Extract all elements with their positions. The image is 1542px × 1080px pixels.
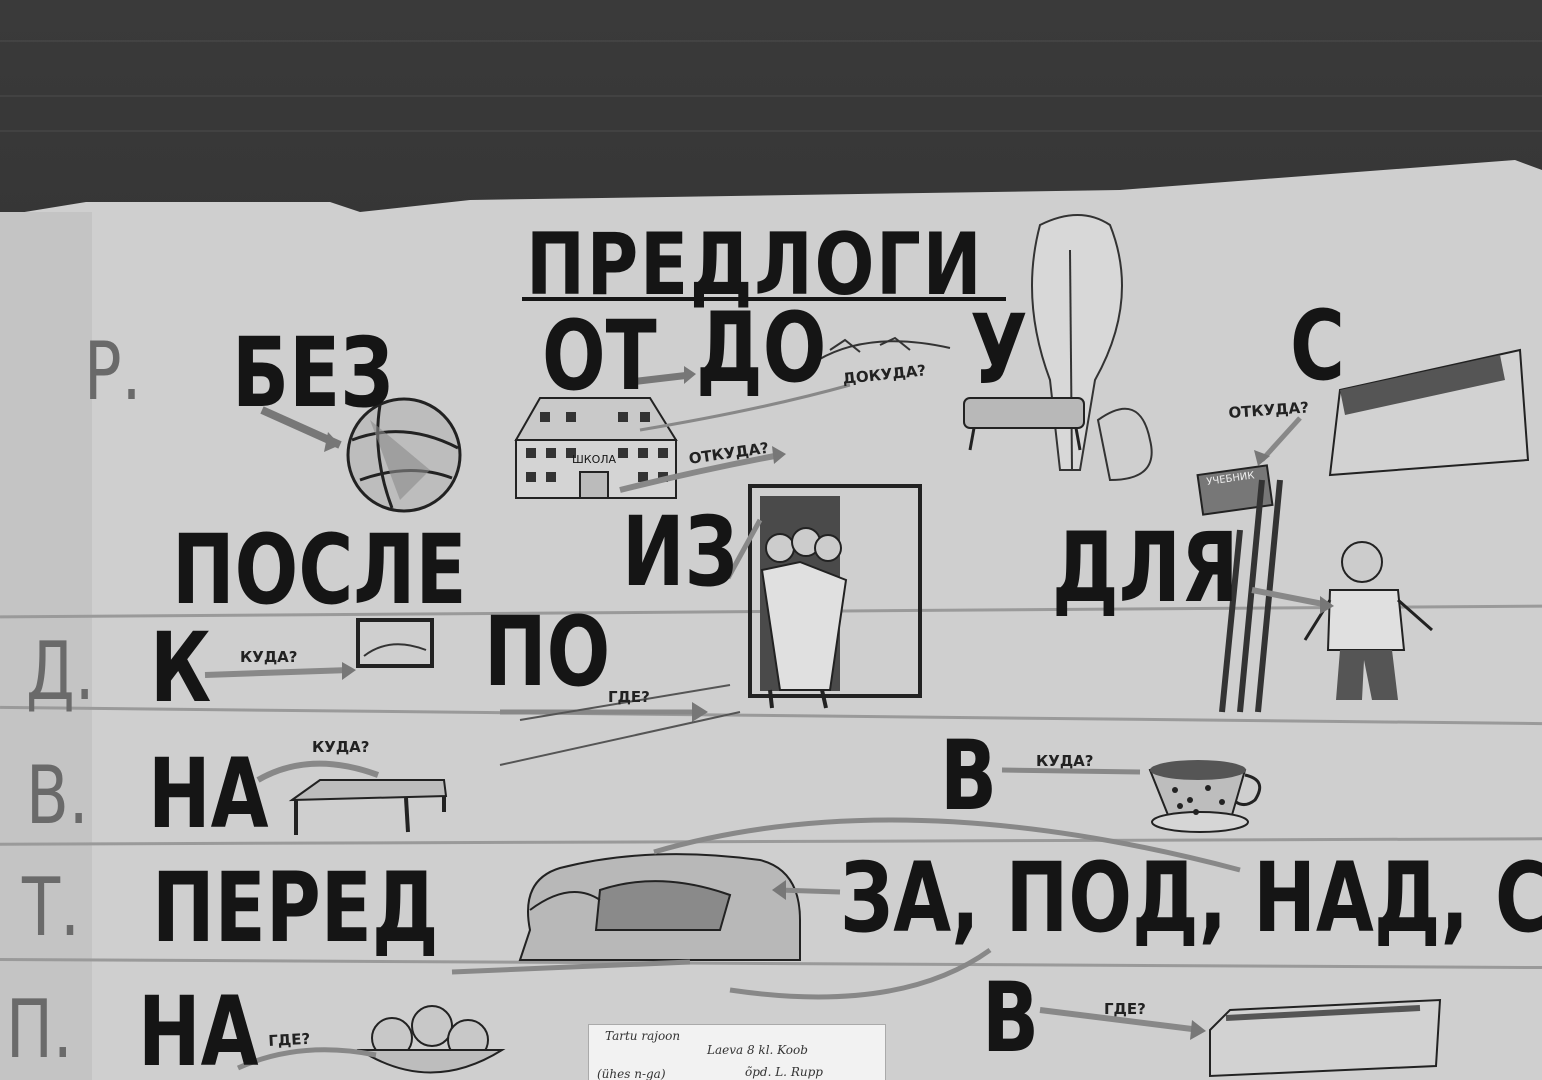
word-po: ПО	[484, 596, 611, 708]
bench-tree-drawing	[963, 214, 1153, 482]
word-posle: ПОСЛЕ	[172, 514, 467, 626]
poster-title: ПРЕДЛОГИ	[526, 215, 984, 315]
wall-grain	[0, 95, 1542, 97]
case-label-t: Т.	[22, 861, 80, 954]
note-line: õpd. L. Rupp	[745, 1065, 823, 1079]
question-gde-na: ГДЕ?	[267, 1029, 311, 1050]
poster-left-flap	[0, 212, 92, 1080]
ball-drawing	[346, 397, 462, 513]
table-drawing	[288, 779, 448, 835]
case-label-r: Р.	[84, 325, 142, 418]
note-line: Laeva 8 kl. Koob	[707, 1043, 808, 1057]
bed-book-drawing	[1196, 348, 1530, 516]
word-s: С	[1290, 290, 1345, 402]
wall-grain	[0, 130, 1542, 132]
wall-grain	[0, 40, 1542, 42]
question-kuda-na: КУДА?	[312, 738, 370, 756]
word-iz: ИЗ	[622, 496, 738, 608]
note-line: Tartu rajoon	[605, 1029, 681, 1043]
doorway-children-drawing	[748, 484, 922, 709]
case-label-p: П.	[6, 983, 73, 1076]
case-label-v: В.	[26, 749, 89, 842]
word-v-prepositional: В	[982, 962, 1040, 1074]
word-u: У	[970, 294, 1028, 406]
word-dlya: ДЛЯ	[1052, 512, 1239, 624]
handwritten-note-card: Tartu rajoon Laeva 8 kl. Koob (ühes n-ga…	[588, 1024, 886, 1080]
word-bez: БЕЗ	[232, 317, 394, 429]
word-ot: ОТ	[542, 300, 657, 412]
label-school: ШКОЛА	[572, 453, 617, 466]
word-na-prepositional: НА	[138, 976, 259, 1080]
box-drawing	[1209, 998, 1442, 1078]
school-drawing	[514, 397, 678, 499]
title-underline	[522, 297, 1006, 301]
sofa-drawing	[518, 853, 801, 961]
boy-skis-drawing	[1219, 479, 1433, 713]
question-gde-po: ГДЕ?	[608, 688, 650, 706]
picture-frame-drawing	[356, 618, 434, 668]
cup-drawing	[1148, 760, 1262, 833]
question-kuda-v: КУДА?	[1036, 752, 1094, 770]
fruit-bowl-drawing	[356, 1005, 506, 1074]
word-na-accusative: НА	[148, 738, 269, 850]
case-label-d: Д.	[26, 625, 95, 718]
word-za-pod-nad: ЗА, ПОД, НАД, С	[840, 842, 1542, 954]
word-do: ДО	[696, 292, 827, 404]
word-pered: ПЕРЕД	[152, 852, 439, 964]
question-gde-v: ГДЕ?	[1104, 1000, 1146, 1018]
word-k: К	[150, 612, 212, 724]
question-kuda-k: КУДА?	[240, 648, 298, 666]
word-v-accusative: В	[940, 720, 998, 832]
note-line: (ühes n-ga)	[597, 1067, 666, 1080]
